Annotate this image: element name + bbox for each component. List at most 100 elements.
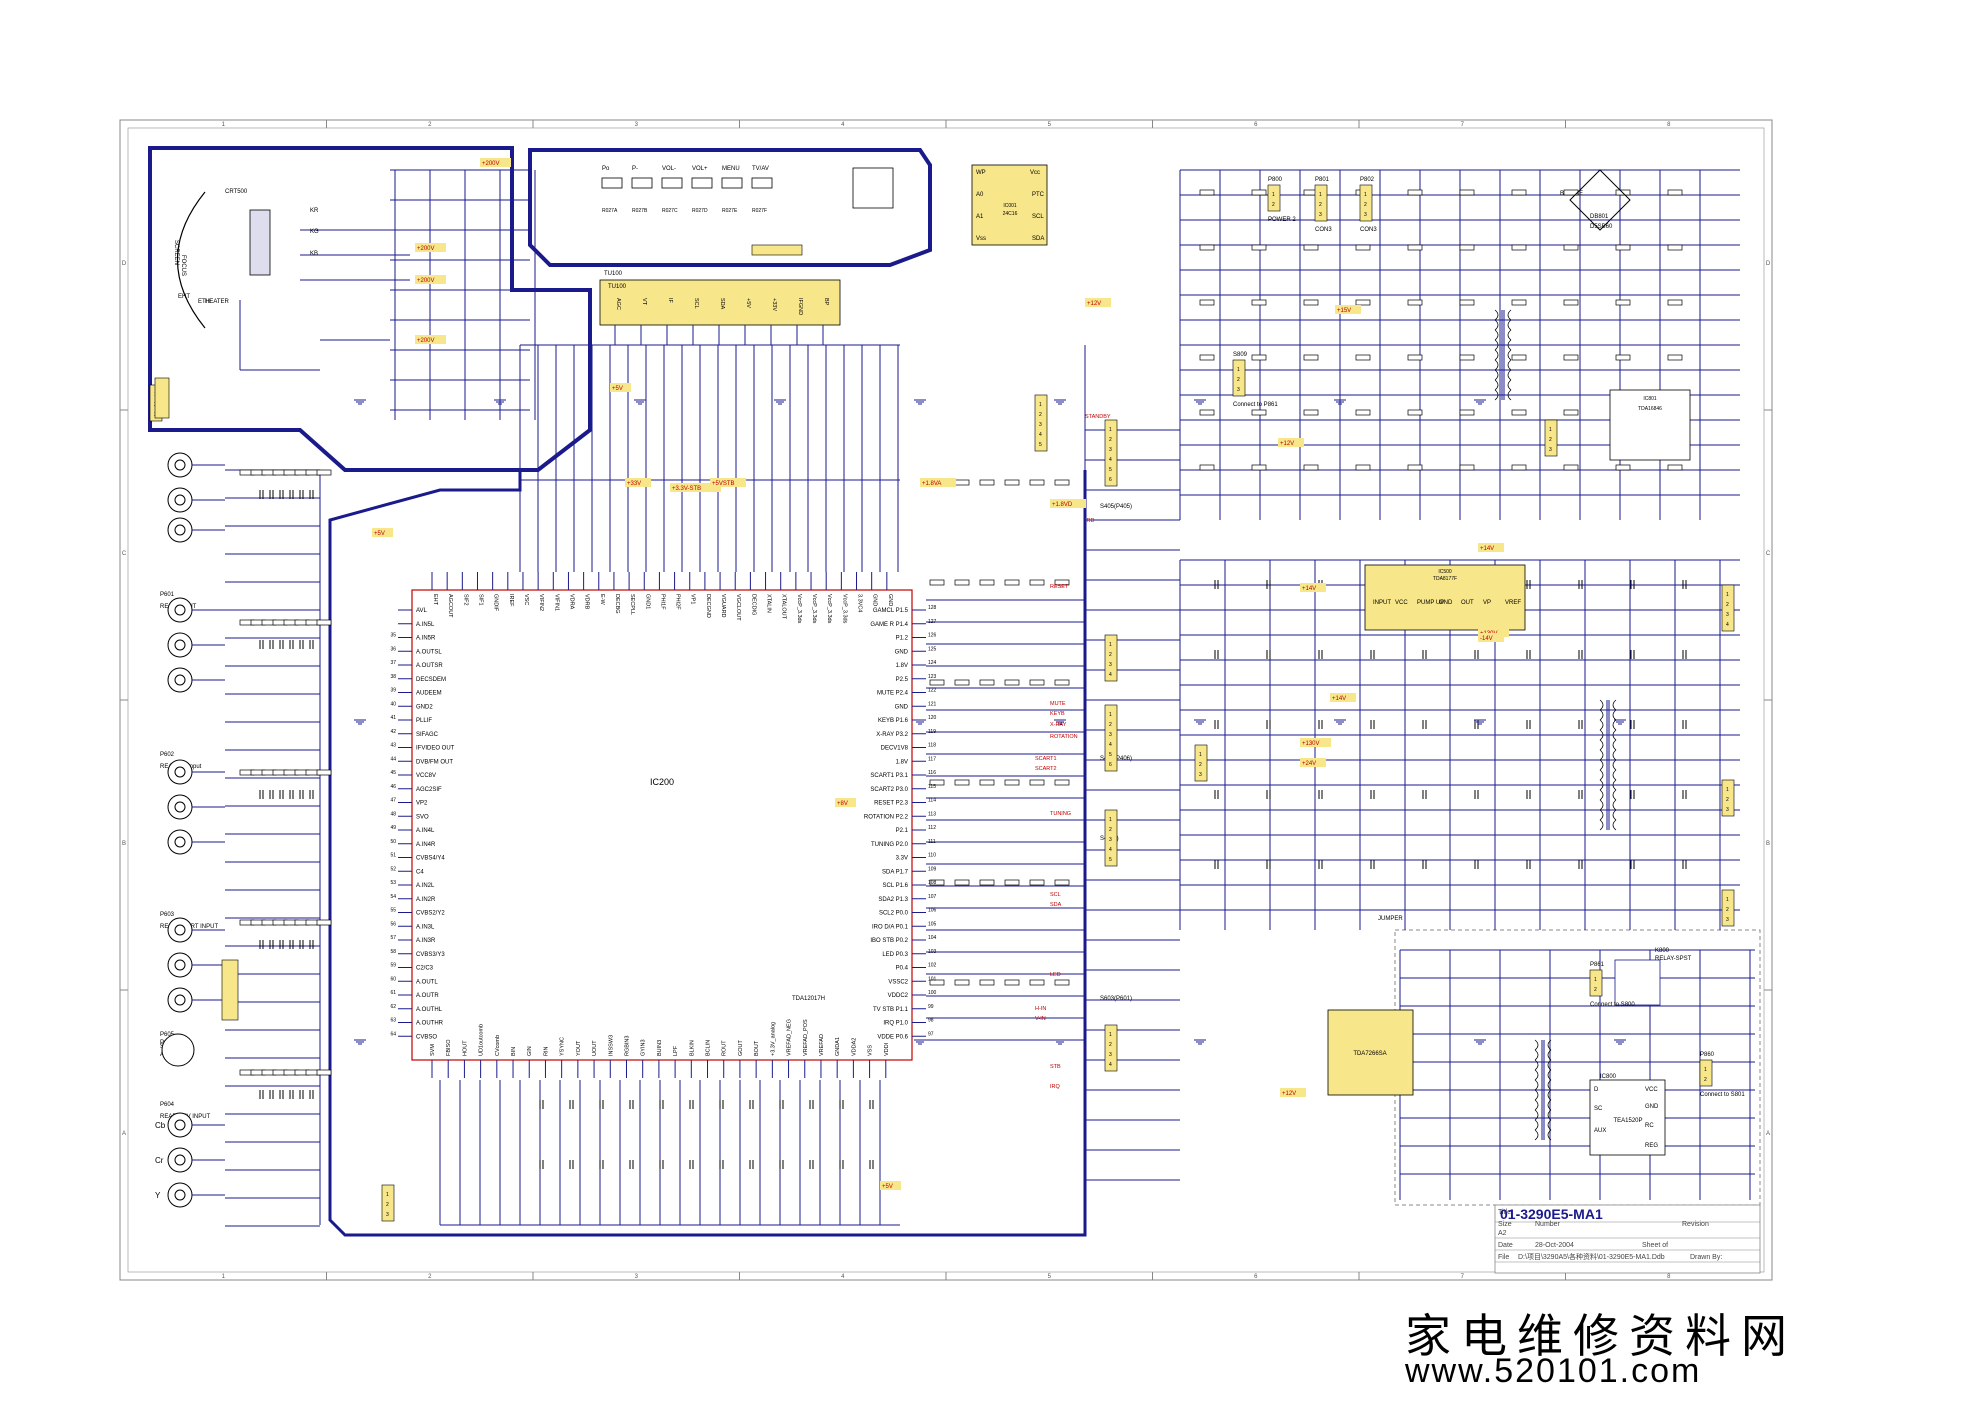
connector-label: CON3: [1315, 227, 1332, 233]
ic200-left-pin-num: 49: [390, 825, 396, 831]
net-label: MUTE: [1050, 701, 1066, 707]
resistor: [1303, 464, 1319, 471]
ic200-bottom-pin-name: UD1outcomb: [479, 1024, 485, 1056]
connector-ref: P800: [1268, 177, 1283, 183]
resistor: [979, 879, 995, 886]
grid-row-label: D: [1766, 261, 1771, 267]
resistor: [1029, 579, 1045, 586]
tuner-pin-name: +5V: [745, 298, 751, 308]
voltage-tag-bg: [1300, 758, 1326, 767]
resistor: [1459, 244, 1475, 251]
grid-col-label: 6: [1254, 122, 1258, 128]
ic200-top-pin-name: DECBG: [614, 594, 620, 614]
pin-header: [1721, 779, 1735, 817]
misc-label: TU100: [604, 271, 623, 277]
ic200-right-pin-num: 106: [928, 908, 937, 914]
rca-jack-inner: [174, 959, 186, 971]
power-ic-pin-name: D: [1594, 1087, 1599, 1093]
resistor: [1029, 479, 1045, 486]
pin-header-num: 2: [1109, 437, 1112, 443]
key-ref: R027F: [752, 208, 767, 214]
key-ref: R027A: [602, 208, 618, 214]
resistor: [1511, 354, 1527, 361]
ic200-right-pin-num: 128: [928, 605, 937, 611]
ic200-right-pin-name: P0.4: [896, 966, 909, 972]
transformer-coil: [1612, 779, 1617, 791]
resistor: [1407, 464, 1423, 471]
pin-header: [1104, 419, 1118, 487]
grid-col-label: 3: [635, 122, 639, 128]
ic200-right-pin-name: SDA P1.7: [882, 869, 909, 875]
ic200-top-pin-name: VDRB: [584, 594, 590, 610]
audio-amp-pin-name: VREF: [1505, 600, 1521, 606]
ic200-right-pin-num: 101: [928, 976, 937, 982]
ic200-top-pin-name: VSC: [523, 594, 529, 605]
transformer-coil: [1612, 789, 1617, 801]
resistor: [1303, 354, 1319, 361]
connector-pin-num: 1: [1237, 367, 1240, 373]
ic200-top-pin-name: VccP_3.3ds: [826, 594, 832, 624]
transformer-coil: [1599, 719, 1604, 731]
ic200-left-pin-name: A.OUTSR: [416, 663, 443, 669]
resistor: [979, 479, 995, 486]
transformer-coil: [1612, 769, 1617, 781]
ic200-right-pin-num: 114: [928, 798, 936, 804]
resistor: [1459, 409, 1475, 416]
audio-amp-pin-name: VP: [1483, 600, 1491, 606]
power-ic-name: IC800: [1600, 1074, 1617, 1080]
ic200-left-pin-name: CVBSO: [416, 1034, 437, 1040]
pin-header: [1721, 584, 1735, 632]
connector-pin-num: 1: [1704, 1067, 1707, 1073]
voltage-tag-bg: [1330, 693, 1356, 702]
ic200-top-pin-name: E-W: [599, 594, 605, 606]
transformer-coil: [1507, 349, 1512, 361]
crt-pin-label: HEATER: [205, 299, 230, 305]
tuner-pin-name: +33V: [771, 298, 777, 311]
tuner-pin-name: BP: [823, 298, 829, 306]
transformer-coil: [1534, 1049, 1539, 1061]
ic200-left-pin-name: A.OUTR: [416, 993, 439, 999]
resistor: [1054, 879, 1070, 886]
grid-col-label: 1: [222, 122, 226, 128]
relay-desc: RELAY-SPST: [1655, 956, 1692, 962]
net-label: SDA: [1050, 902, 1062, 908]
resistor: [1054, 979, 1070, 986]
transformer-coil: [1534, 1069, 1539, 1081]
ic200-left-pin-num: 53: [390, 880, 396, 886]
crt-pin-label: KR: [310, 208, 319, 214]
ic200-left-pin-name: AGC2SIF: [416, 787, 442, 793]
misc-label: DB801: [1590, 214, 1609, 220]
eeprom-pin-name: A1: [976, 214, 984, 220]
pin-header: [1544, 419, 1558, 457]
transformer-coil: [1507, 359, 1512, 371]
connector-pin-num: 1: [1272, 192, 1275, 198]
tuner-pin-name: VT: [641, 298, 647, 306]
audio-amp-pin-name: GND: [1439, 600, 1453, 606]
ic200-right-pin-name: P2.1: [896, 828, 909, 834]
connector-pin-num: 1: [1594, 977, 1597, 983]
voltage-label: +14V: [1332, 696, 1346, 702]
eeprom-pin-name: WP: [976, 170, 986, 176]
resistor: [1407, 354, 1423, 361]
rca-jack-inner: [174, 524, 186, 536]
grid-row-label: A: [1766, 1131, 1770, 1137]
net-label: STB: [1050, 1064, 1061, 1070]
pin-header-num: 1: [1109, 642, 1112, 648]
rca-jack-inner: [174, 459, 186, 471]
ic200-bottom-pin-name: VDDI: [884, 1042, 890, 1056]
connector-label: Connect to S800: [1590, 1002, 1635, 1008]
ic200-left-pin-name: A.IN2L: [416, 883, 435, 889]
resistor: [954, 679, 970, 686]
pin-header-num: 2: [1109, 722, 1112, 728]
ic200-bottom-pin-name: GNDA1: [835, 1037, 841, 1056]
voltage-tag-bg: [480, 158, 511, 167]
ic200: IC200TDA12017HAVLA.IN5LA.IN5R35A.OUTSL36…: [390, 572, 937, 1078]
eeprom-pin-name: Vcc: [1030, 170, 1040, 176]
voltage-tag-bg: [1335, 305, 1361, 314]
resistor: [1563, 464, 1579, 471]
ic200-bottom-pin-name: HOUT: [462, 1040, 468, 1056]
